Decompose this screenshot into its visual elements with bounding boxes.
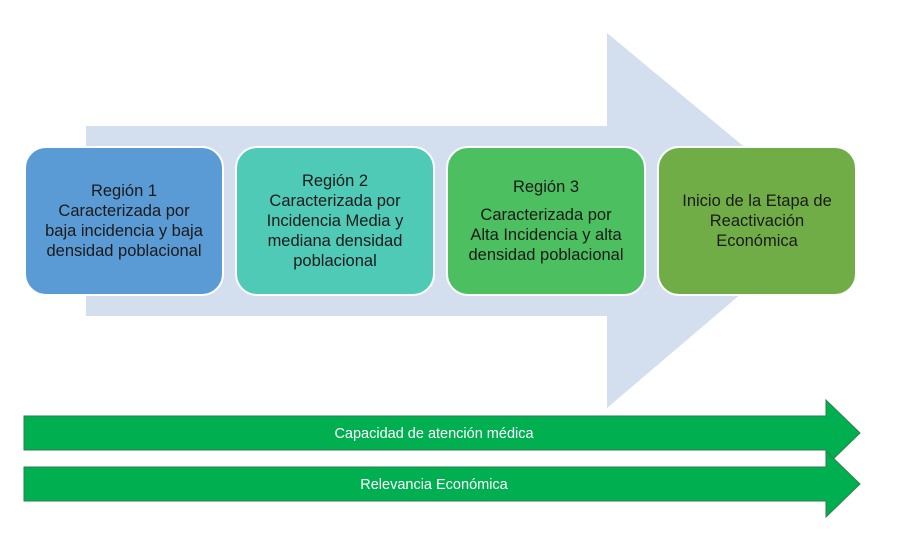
bar-label-capacidad: Capacidad de atención médica xyxy=(334,426,534,442)
stage-3-line-2: Alta Incidencia y alta xyxy=(470,226,622,244)
stage-2-line-4: mediana densidad xyxy=(267,232,403,250)
stage-2-line-1: Región 2 xyxy=(301,172,369,190)
stage-box-region-3: Región 3 Caracterizada por Alta Incidenc… xyxy=(446,146,646,296)
stage-3-line-3: densidad poblacional xyxy=(468,246,624,264)
stage-3-line-1: Caracterizada por xyxy=(480,206,612,224)
stage-box-reactivacion: Inicio de la Etapa de Reactivación Econó… xyxy=(657,146,857,296)
stage-box-region-1: Región 1 Caracterizada por baja incidenc… xyxy=(24,146,224,296)
bar-label-relevancia: Relevancia Económica xyxy=(360,477,508,493)
stage-2-line-5: poblacional xyxy=(293,252,377,270)
bar-arrow-relevancia xyxy=(23,449,861,519)
stage-1-line-3: baja incidencia y baja xyxy=(45,222,203,240)
stage-4-line-2: Reactivación xyxy=(709,212,805,230)
stage-1-line-1: Región 1 xyxy=(90,182,158,200)
stage-1-line-4: densidad poblacional xyxy=(46,242,202,260)
stage-2-line-2: Caracterizada por xyxy=(269,192,401,210)
stage-4-line-1: Inicio de la Etapa de xyxy=(682,192,832,210)
stage-box-region-2: Región 2 Caracterizada por Incidencia Me… xyxy=(235,146,435,296)
stage-3-title: Región 3 xyxy=(512,178,580,196)
bar-arrow-capacidad xyxy=(23,398,861,468)
stage-4-line-3: Económica xyxy=(716,232,798,250)
stage-2-line-3: Incidencia Media y xyxy=(266,212,404,230)
stage-1-line-2: Caracterizada por xyxy=(58,202,190,220)
